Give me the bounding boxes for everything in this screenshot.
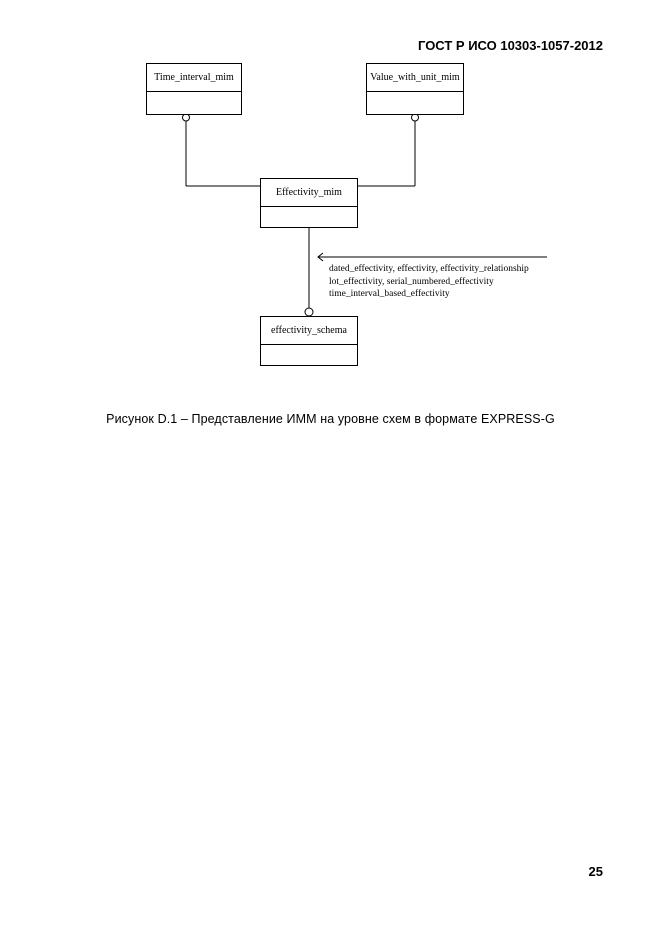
annotation-line: time_interval_based_effectivity bbox=[329, 289, 450, 299]
annotation-line: lot_effectivity, serial_numbered_effecti… bbox=[329, 276, 494, 287]
figure-caption: Рисунок D.1 – Представление ИММ на уровн… bbox=[106, 412, 555, 426]
page-number: 25 bbox=[588, 864, 603, 879]
entity-label: Value_with_unit_mim bbox=[367, 64, 463, 92]
connector-end-circle-right bbox=[411, 113, 419, 122]
document-header: ГОСТ Р ИСО 10303-1057-2012 bbox=[418, 38, 603, 53]
entity-value-with-unit-mim: Value_with_unit_mim bbox=[366, 63, 464, 115]
reference-annotation: dated_effectivity, effectivity, effectiv… bbox=[329, 263, 529, 301]
entity-effectivity-schema: effectivity_schema bbox=[260, 316, 358, 366]
entity-time-interval-mim: Time_interval_mim bbox=[146, 63, 242, 115]
annotation-line: dated_effectivity, effectivity, effectiv… bbox=[329, 264, 529, 274]
reference-arrow-head bbox=[317, 252, 324, 262]
connector-end-circle-left bbox=[182, 113, 190, 122]
connector-end-circle-bottom bbox=[304, 307, 314, 317]
entity-effectivity-mim: Effectivity_mim bbox=[260, 178, 358, 228]
entity-label: Effectivity_mim bbox=[261, 179, 357, 207]
entity-label: effectivity_schema bbox=[261, 317, 357, 345]
entity-label: Time_interval_mim bbox=[147, 64, 241, 92]
